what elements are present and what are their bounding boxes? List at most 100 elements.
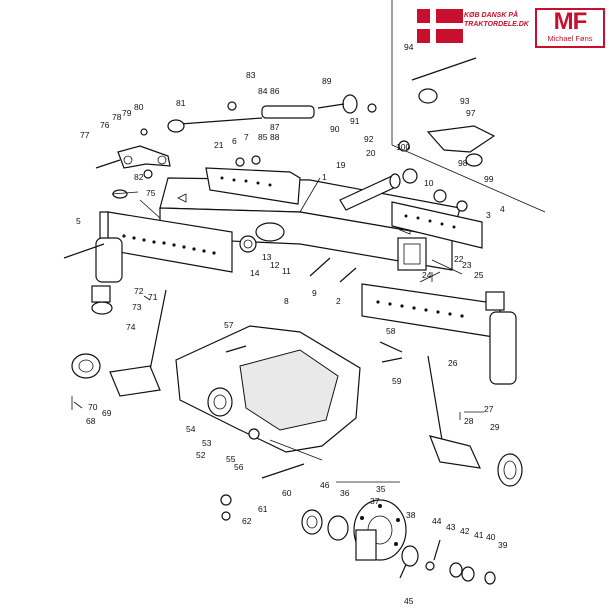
right-kingpin-tube (485, 291, 517, 385)
right-spindle (427, 355, 523, 487)
callout-21: 21 (214, 140, 224, 150)
callout-40: 40 (486, 532, 496, 542)
callout-60: 60 (282, 488, 292, 498)
inset-border-bottom (391, 144, 546, 213)
callout-59: 59 (392, 376, 402, 386)
callout-87: 87 (270, 122, 280, 132)
callout-12: 12 (270, 260, 280, 270)
callout-42: 42 (460, 526, 470, 536)
callout-82: 82 (134, 172, 144, 182)
callout-97: 97 (466, 108, 476, 118)
callout-24: 24 (422, 270, 432, 280)
shop-line-1: KØB DANSK PÅ (464, 12, 519, 19)
callout-25: 25 (474, 270, 484, 280)
callout-7: 7 (244, 132, 249, 142)
callout-29: 29 (490, 422, 500, 432)
callout-57: 57 (224, 320, 234, 330)
callout-19: 19 (336, 160, 346, 170)
callout-100: 100 (396, 142, 410, 152)
callout-13: 13 (262, 252, 272, 262)
leader-lines (71, 177, 484, 483)
callout-53: 53 (202, 438, 212, 448)
callout-43: 43 (446, 522, 456, 532)
callout-3: 3 (486, 210, 491, 220)
callout-73: 73 (132, 302, 142, 312)
upper-support-bar (205, 167, 301, 205)
callout-5: 5 (76, 216, 81, 226)
inset-drag-link (398, 57, 496, 167)
callout-74: 74 (126, 322, 136, 332)
callout-71: 71 (148, 292, 158, 302)
callout-81: 81 (176, 98, 186, 108)
pivot-pin (339, 173, 401, 211)
callout-2: 2 (336, 296, 341, 306)
callout-54: 54 (186, 424, 196, 434)
callout-26: 26 (448, 358, 458, 368)
callout-89: 89 (322, 76, 332, 86)
callout-69: 69 (102, 408, 112, 418)
callout-78: 78 (112, 112, 122, 122)
callout-6: 6 (232, 136, 237, 146)
callout-8: 8 (284, 296, 289, 306)
callout-77: 77 (80, 130, 90, 140)
right-support-bar (391, 201, 483, 249)
callout-41: 41 (474, 530, 484, 540)
callout-10: 10 (424, 178, 434, 188)
callout-14: 14 (250, 268, 260, 278)
callout-23: 23 (462, 260, 472, 270)
mf-logo: MF Michael Føns (535, 8, 605, 48)
center-support-bracket (175, 325, 361, 453)
wheel-hub (353, 499, 407, 561)
callout-39: 39 (498, 540, 508, 550)
callout-62: 62 (242, 516, 252, 526)
callout-76: 76 (100, 120, 110, 130)
callout-22: 22 (454, 254, 464, 264)
callout-44: 44 (432, 516, 442, 526)
callout-55: 55 (226, 454, 236, 464)
callout-83: 83 (246, 70, 256, 80)
callout-99: 99 (484, 174, 494, 184)
washers-and-nuts (112, 101, 468, 521)
callout-20: 20 (366, 148, 376, 158)
callout-36: 36 (340, 488, 350, 498)
callout-1: 1 (322, 172, 327, 182)
callout-70: 70 (88, 402, 98, 412)
callout-90: 90 (330, 124, 340, 134)
shop-line-2: TRAKTORDELE.DK (464, 21, 529, 28)
callout-98: 98 (458, 158, 468, 168)
callout-46: 46 (320, 480, 330, 490)
callout-68: 68 (86, 416, 96, 426)
callout-labels: 1 2 3 4 5 6 7 8 9 10 11 12 13 14 19 20 2… (76, 42, 508, 606)
danish-flag-logo (417, 9, 463, 43)
callout-80: 80 (134, 102, 144, 112)
callout-93: 93 (460, 96, 470, 106)
callout-28: 28 (464, 416, 474, 426)
left-kingpin-tube (91, 237, 123, 315)
callout-37: 37 (370, 496, 380, 506)
callout-61: 61 (258, 504, 268, 514)
callout-56: 56 (234, 462, 244, 472)
callout-92: 92 (364, 134, 374, 144)
callout-45: 45 (404, 596, 414, 606)
logo-name: Michael Føns (547, 34, 593, 43)
callout-94: 94 (404, 42, 414, 52)
callout-79: 79 (122, 108, 132, 118)
callout-9: 9 (312, 288, 317, 298)
bearings-and-seals (301, 509, 496, 585)
callout-58: 58 (386, 326, 396, 336)
callout-88: 88 (270, 132, 280, 142)
callout-86: 86 (270, 86, 280, 96)
shop-tagline: KØB DANSK PÅ TRAKTORDELE.DK (464, 11, 534, 29)
callout-52: 52 (196, 450, 206, 460)
tie-rod-assembly (167, 94, 358, 133)
right-axle-extension (361, 283, 501, 339)
callout-38: 38 (406, 510, 416, 520)
logo-letters: MF (553, 8, 588, 35)
callout-91: 91 (350, 116, 360, 126)
callout-72: 72 (134, 286, 144, 296)
callout-35: 35 (376, 484, 386, 494)
callout-85: 85 (258, 132, 268, 142)
steering-arm (117, 145, 171, 169)
